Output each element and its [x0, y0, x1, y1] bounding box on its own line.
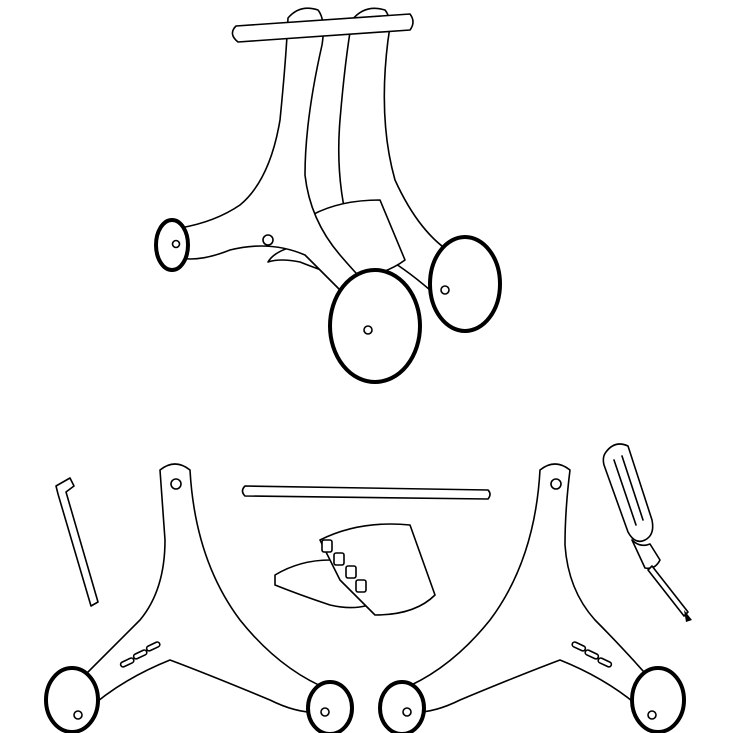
axle-bolt	[440, 285, 450, 295]
left-part-front-wheel	[306, 680, 354, 733]
left-frame-part	[44, 463, 354, 733]
axle-bolt	[262, 234, 274, 246]
bolt-hole	[550, 478, 562, 490]
right-frame-part	[378, 463, 686, 733]
allen-key	[55, 477, 99, 607]
assembled-right-wheel	[428, 235, 502, 333]
assembled-handle-bar	[231, 13, 414, 43]
assembled-front-wheel	[328, 268, 422, 384]
right-part-rear-wheel	[630, 666, 686, 733]
right-part-front-wheel	[378, 680, 426, 733]
assembled-left-frame	[173, 7, 386, 311]
assembled-walker	[154, 7, 502, 384]
left-part-rear-wheel	[44, 666, 100, 733]
axle-bolt	[171, 239, 181, 249]
handle-rod-part	[241, 485, 491, 500]
screwdriver	[602, 443, 692, 622]
bolt-hole	[170, 478, 182, 490]
seat-part	[274, 523, 436, 616]
axle-bolt	[363, 325, 373, 335]
